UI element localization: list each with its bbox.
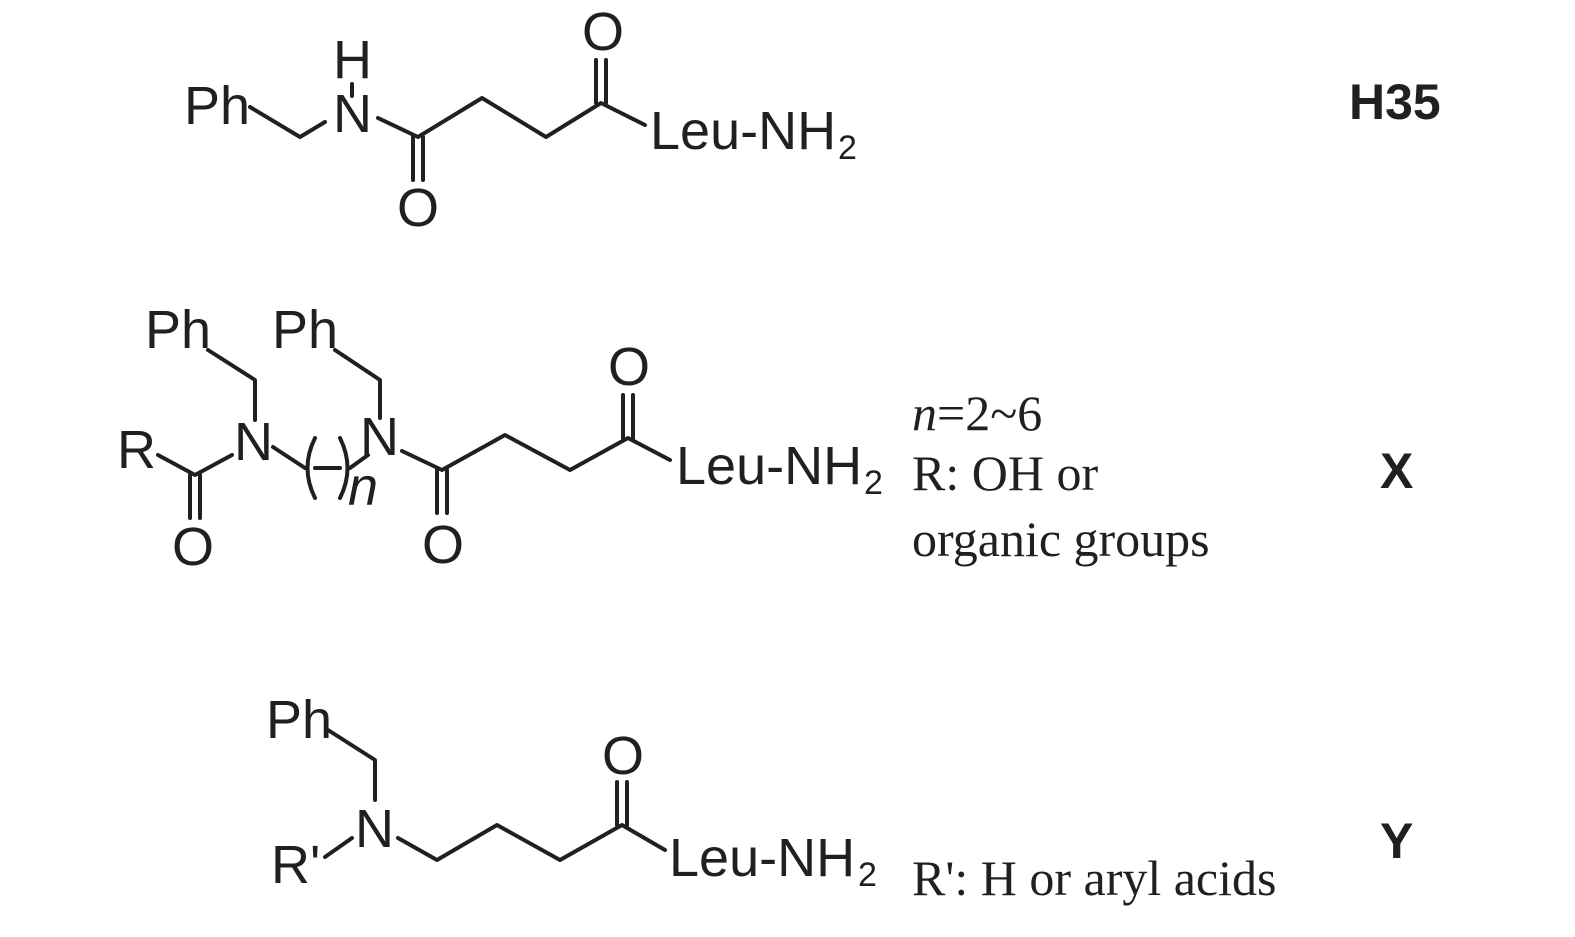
bond-path	[271, 445, 307, 470]
atom-o: O	[172, 517, 214, 577]
compound-label: H35	[1349, 74, 1441, 130]
atom-n: N	[234, 412, 273, 472]
atom-r: R	[117, 420, 156, 480]
atom-n: N	[360, 407, 399, 467]
structure-x: Ph Ph R N n N O O O Leu-NH 2 n=2~6 R: OH…	[117, 300, 1413, 577]
atom-n-index: n	[348, 457, 378, 517]
bond-path	[323, 836, 354, 859]
note-r-prime: R': H or aryl acids	[912, 850, 1276, 906]
subscript-2: 2	[864, 464, 883, 502]
atom-leu: Leu-NH	[669, 828, 855, 888]
bond-path	[400, 433, 672, 472]
atom-ph: Ph	[184, 76, 250, 136]
atom-o: O	[602, 726, 644, 786]
atom-o: O	[582, 2, 624, 62]
subscript-2: 2	[858, 856, 877, 894]
bond-path	[156, 453, 234, 477]
note-n-range: n=2~6	[912, 385, 1042, 441]
bond-path	[376, 96, 647, 139]
bond-path	[396, 823, 667, 862]
note-r-line2: organic groups	[912, 511, 1210, 567]
atom-o: O	[608, 337, 650, 397]
bond-path	[248, 105, 327, 139]
atom-r-prime: R'	[271, 835, 320, 895]
atom-n: N	[333, 84, 372, 144]
structure-y: Ph N R' O Leu-NH 2 R': H or aryl acids Y	[266, 690, 1413, 906]
note-r-line1: R: OH or	[912, 445, 1098, 501]
structure-h35: Ph N H O O Leu-NH 2 H35	[184, 2, 1441, 238]
atom-n: N	[355, 799, 394, 859]
atom-ph: Ph	[272, 300, 338, 360]
bond-paren	[338, 436, 350, 500]
atom-ph: Ph	[266, 690, 332, 750]
atom-o: O	[422, 515, 464, 575]
bond-paren	[305, 436, 317, 500]
atom-ph: Ph	[145, 300, 211, 360]
atom-leu: Leu-NH	[650, 101, 836, 161]
compound-label: Y	[1380, 813, 1413, 869]
atom-leu: Leu-NH	[676, 436, 862, 496]
bond-path	[348, 453, 370, 470]
bond-path	[326, 728, 377, 802]
bond-path	[333, 348, 382, 420]
compound-label: X	[1380, 443, 1413, 499]
atom-h: H	[333, 30, 372, 90]
bond-path	[206, 348, 257, 422]
atom-o: O	[397, 178, 439, 238]
subscript-2: 2	[838, 129, 857, 167]
